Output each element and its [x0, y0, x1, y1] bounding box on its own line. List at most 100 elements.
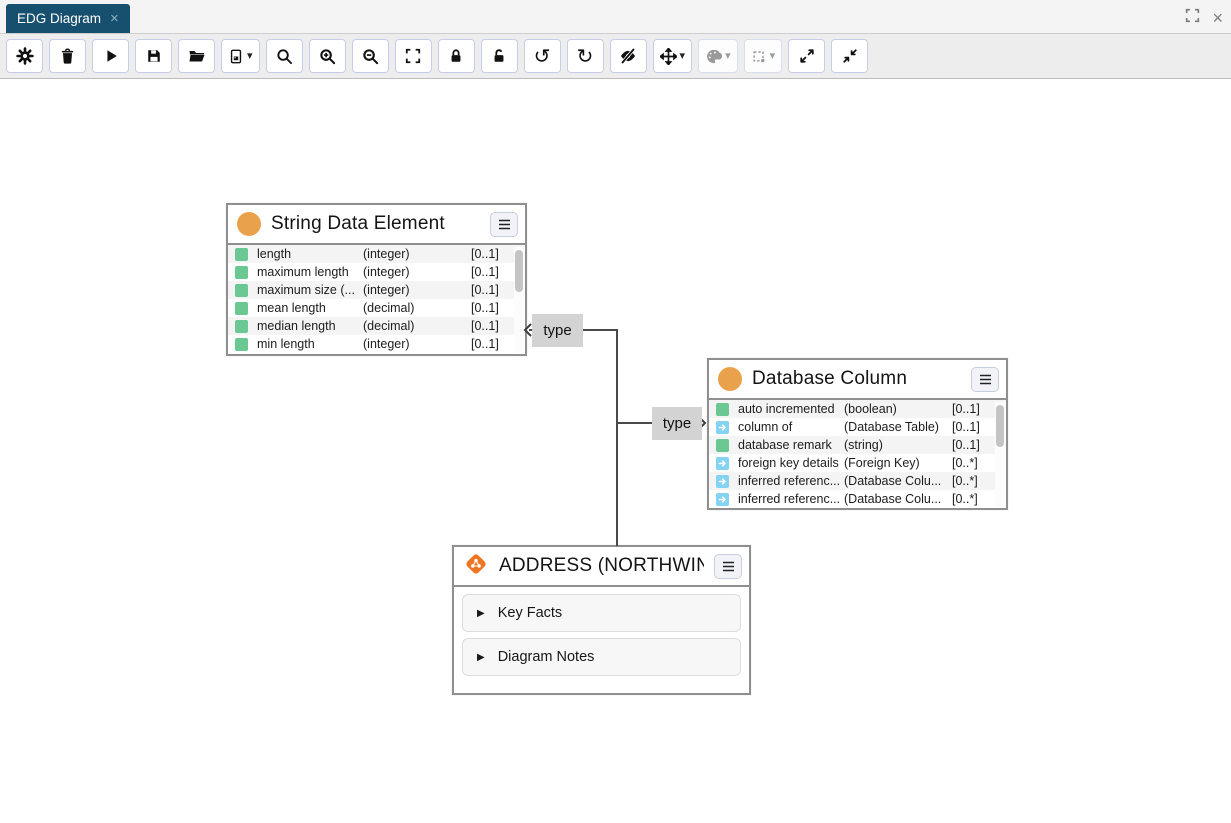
unlock-button[interactable]	[480, 39, 518, 73]
section-key-facts[interactable]: ▶ Key Facts	[462, 594, 741, 632]
attribute-row[interactable]: maximum length (integer) [0..1]	[228, 263, 525, 281]
trash-icon	[59, 48, 76, 65]
attribute-row[interactable]: database remark(string)[0..1]	[709, 436, 1006, 454]
collapsed-arrow-icon: ▶	[477, 651, 485, 663]
attribute-list: length(integer)[0..1] maximum length (inte…	[228, 245, 525, 354]
delete-button[interactable]	[49, 39, 86, 73]
node-scrollbar[interactable]	[514, 247, 525, 353]
edge-label-type-dbcolumn[interactable]: type	[652, 407, 702, 440]
node-string-data-element[interactable]: String Data Element length(integer)[0..1…	[226, 203, 527, 356]
row-cardinality: [0..1]	[952, 438, 980, 452]
node-menu-button[interactable]	[714, 553, 742, 579]
node-title: ADDRESS (NORTHWIN...	[499, 555, 704, 576]
node-database-column[interactable]: Database Column auto incremented(boolean…	[707, 358, 1008, 510]
row-name: median length	[257, 319, 336, 333]
collapse-all-button[interactable]	[831, 39, 869, 73]
node-header[interactable]: ADDRESS (NORTHWIN...	[454, 547, 749, 587]
attribute-square-icon	[716, 438, 729, 452]
select-area-button: ▾	[743, 39, 783, 73]
lock-button[interactable]	[437, 39, 475, 73]
expand-all-button[interactable]	[788, 39, 826, 73]
row-cardinality: [0..1]	[471, 247, 499, 261]
run-layout-button[interactable]	[92, 39, 129, 73]
attribute-row[interactable]: auto incremented(boolean)[0..1]	[709, 400, 1006, 418]
tab-edg-diagram[interactable]: EDG Diagram ×	[6, 4, 130, 33]
scrollbar-thumb[interactable]	[996, 405, 1004, 447]
caret-down-icon: ▾	[769, 49, 776, 62]
pan-mode-button[interactable]: ▾	[652, 39, 693, 73]
attribute-square-icon	[235, 265, 248, 279]
attribute-square-icon	[716, 402, 729, 416]
node-menu-button[interactable]	[490, 211, 518, 237]
edge-vertical-segment[interactable]	[616, 330, 618, 546]
export-image-button[interactable]: ▾	[221, 39, 260, 73]
section-diagram-notes[interactable]: ▶ Diagram Notes	[462, 638, 741, 676]
floppy-icon	[146, 48, 162, 64]
move-icon	[659, 47, 677, 65]
relation-row[interactable]: inferred referenc...(Database Colu...[0.…	[709, 490, 1006, 508]
row-cardinality: [0..1]	[471, 265, 499, 279]
relation-row[interactable]: inferred referenc...(Database Colu...[0.…	[709, 472, 1006, 490]
node-menu-button[interactable]	[971, 366, 999, 392]
row-type: (integer)	[363, 265, 410, 279]
row-name: length	[257, 247, 292, 261]
eye-slash-icon	[619, 47, 637, 65]
relation-row[interactable]: foreign key details(Foreign Key)[0..*]	[709, 454, 1006, 472]
row-cardinality: [0..*]	[952, 456, 978, 470]
row-cardinality: [0..1]	[471, 283, 499, 297]
play-icon	[103, 48, 119, 64]
attribute-row[interactable]: min length(integer)[0..1]	[228, 335, 525, 353]
attribute-row[interactable]: median length(decimal)[0..1]	[228, 317, 525, 335]
caret-down-icon: ▾	[725, 49, 731, 62]
magnifier-plus-icon	[319, 48, 336, 65]
class-circle-icon	[237, 212, 261, 236]
diagram-canvas[interactable]: type type String Data Element length(int…	[0, 79, 1231, 823]
node-header[interactable]: Database Column	[709, 360, 1006, 400]
hide-button[interactable]	[609, 39, 647, 73]
node-title: String Data Element	[271, 213, 445, 234]
node-address-northwind[interactable]: ADDRESS (NORTHWIN... ▶ Key Facts ▶ Diagr…	[452, 545, 751, 695]
row-type: (Database Table)	[844, 420, 939, 434]
close-icon[interactable]: ×	[1212, 8, 1223, 28]
save-button[interactable]	[135, 39, 172, 73]
instance-diamond-icon	[463, 551, 489, 582]
attribute-square-icon	[235, 337, 248, 351]
row-name: auto incremented	[738, 402, 835, 416]
search-button[interactable]	[265, 39, 303, 73]
row-type: (string)	[844, 438, 883, 452]
arrowhead-left-icon	[523, 322, 533, 343]
zoom-in-button[interactable]	[308, 39, 346, 73]
class-circle-icon	[718, 367, 742, 391]
attribute-row[interactable]: mean length(decimal)[0..1]	[228, 299, 525, 317]
dashed-square-icon	[751, 48, 767, 64]
relation-arrow-icon	[716, 420, 729, 434]
attribute-row[interactable]: maximum size (...(integer)[0..1]	[228, 281, 525, 299]
fit-screen-button[interactable]	[394, 39, 432, 73]
attribute-square-icon	[235, 301, 248, 315]
edge-label-type-string[interactable]: type	[532, 314, 583, 347]
attribute-square-icon	[235, 247, 248, 261]
row-type: (decimal)	[363, 319, 415, 333]
attribute-row[interactable]: length(integer)[0..1]	[228, 245, 525, 263]
node-header[interactable]: String Data Element	[228, 205, 525, 245]
row-type: (Database Colu...	[844, 474, 942, 488]
undo-icon: ↺	[533, 44, 551, 68]
row-name: column of	[738, 420, 793, 434]
scrollbar-thumb[interactable]	[515, 250, 523, 292]
tab-close-icon[interactable]: ×	[110, 10, 119, 27]
node-scrollbar[interactable]	[995, 402, 1006, 507]
row-type: (decimal)	[363, 301, 415, 315]
lock-icon	[448, 48, 464, 64]
relation-row[interactable]: column of(Database Table)[0..1]	[709, 418, 1006, 436]
attribute-square-icon	[235, 319, 248, 333]
redo-button[interactable]: ↻	[566, 39, 604, 73]
fullscreen-icon[interactable]	[1185, 8, 1200, 28]
row-name: maximum length	[257, 265, 349, 279]
undo-button[interactable]: ↺	[523, 39, 561, 73]
section-label: Key Facts	[497, 605, 563, 621]
zoom-out-button[interactable]	[351, 39, 389, 73]
magnifier-minus-icon	[362, 48, 379, 65]
open-button[interactable]	[178, 39, 215, 73]
settings-button[interactable]	[6, 39, 43, 73]
